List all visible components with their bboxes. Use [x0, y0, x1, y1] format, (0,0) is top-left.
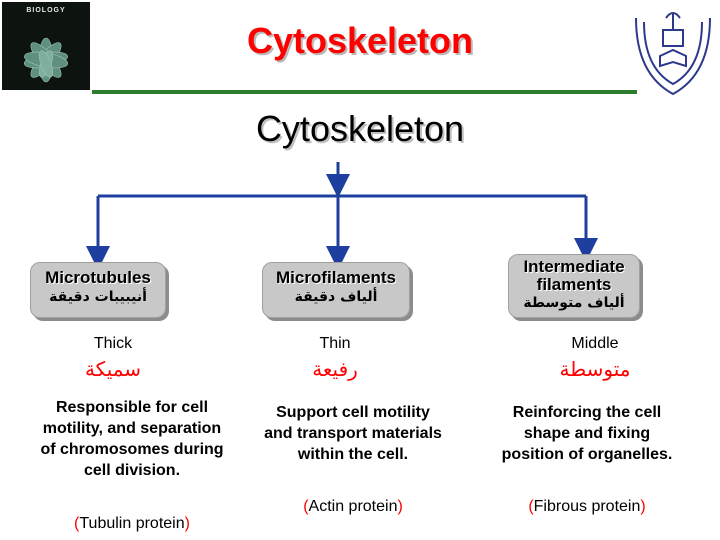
microfilaments-arabic: ألياف دقيقة — [294, 289, 378, 305]
diagram-root-title: Cytoskeleton — [255, 108, 465, 149]
microfilaments-description: Support cell motility and transport mate… — [264, 404, 442, 463]
book-cover-image: BIOLOGY — [2, 2, 90, 90]
title-divider — [92, 90, 637, 94]
intermediate-protein-label: Fibrous protein — [533, 498, 641, 515]
intermediate-protein: (Fibrous protein) — [528, 498, 646, 515]
book-cover-title: BIOLOGY — [26, 7, 66, 14]
microfilaments-protein: (Actin protein) — [303, 498, 403, 515]
microfilaments-size-arabic: رفيعة — [312, 357, 358, 381]
microfilaments-size: Thin — [319, 335, 351, 352]
microtubules-label: Microtubules — [45, 268, 151, 287]
microtubules-size: Thick — [93, 335, 133, 352]
intermediate-description: Reinforcing the cell shape and fixing po… — [501, 404, 673, 463]
microtubules-size-arabic: سميكة — [84, 357, 142, 381]
microtubules-arabic: أنيبيبات دقيقة — [49, 289, 147, 305]
intermediate-filaments-arabic: ألياف متوسطة — [523, 295, 625, 311]
microfilaments-box: Microfilaments ألياف دقيقة — [262, 262, 410, 318]
microtubules-description: Responsible for cell motility, and separ… — [40, 399, 224, 479]
intermediate-size-arabic: متوسطة — [559, 357, 631, 381]
slide-title: Cytoskeleton — [246, 20, 474, 61]
intermediate-filaments-label: Intermediate filaments — [523, 257, 625, 294]
university-seal-logo — [635, 12, 711, 96]
microfilaments-protein-label: Actin protein — [308, 498, 398, 515]
intermediate-filaments-box: Intermediate filaments ألياف متوسطة — [508, 254, 640, 318]
microfilaments-label: Microfilaments — [276, 268, 396, 287]
intermediate-size: Middle — [571, 335, 619, 352]
microtubules-protein: (Tubulin protein) — [74, 515, 190, 532]
microtubules-protein-label: Tubulin protein — [79, 515, 185, 532]
succulent-plant-icon — [24, 37, 68, 83]
microtubules-box: Microtubules أنيبيبات دقيقة — [30, 262, 166, 318]
